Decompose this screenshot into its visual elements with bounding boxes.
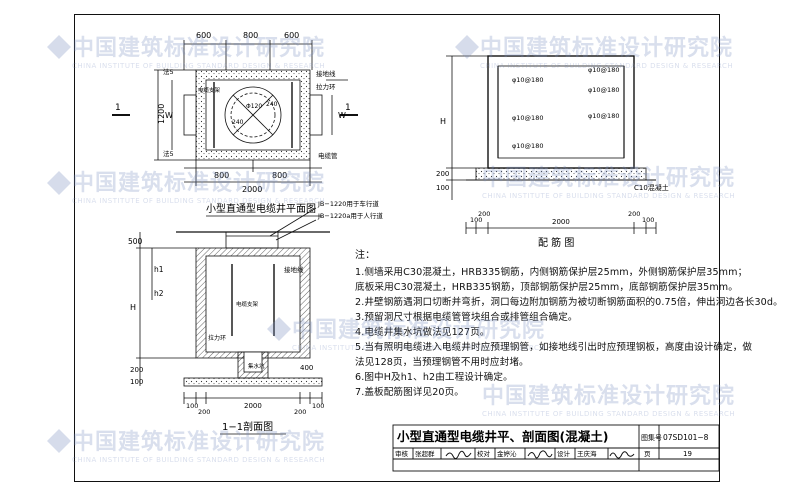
note-line-7: 法见128页，当预理钢管不用时应封堵。 <box>355 357 529 368</box>
sheet-frame <box>74 14 720 482</box>
section-cover-1: JB−1220用于车行道 <box>317 199 379 208</box>
rebar-r5: φ10@180 <box>512 142 543 150</box>
plan-caption: 小型直通型电缆井平面图 <box>206 202 316 215</box>
plan-section-mark-right: 1 <box>345 103 351 113</box>
rebar-dim-200: 200 <box>436 170 449 178</box>
plan-dim-top-1: 600 <box>196 31 211 40</box>
notes-title: 注： <box>355 250 376 261</box>
rebar-caption: 配 筋 图 <box>538 236 574 249</box>
title-block-check-label: 校对 <box>477 449 491 458</box>
note-line-3: 2.井壁钢筋遇洞口切断并弯折，洞口每边附加钢筋为被切断钢筋面积的0.75倍，伸出… <box>355 297 783 308</box>
section-dim-h: H <box>130 303 136 312</box>
title-block-review-label: 审核 <box>395 449 409 458</box>
signature-designer <box>609 451 635 459</box>
rebar-r1: φ10@180 <box>512 76 543 84</box>
title-block-reviewer: 张超群 <box>415 449 435 458</box>
section-label-cable: 电缆支架 <box>236 300 259 308</box>
title-block-page-label: 页 <box>644 450 651 458</box>
plan-dim-bottom-1: 800 <box>214 171 229 180</box>
rebar-r4: φ10@180 <box>588 112 619 120</box>
rebar-dim-base-5: 100 <box>642 216 654 224</box>
title-block-set-no-label: 图集号 <box>641 433 662 442</box>
plan-w-label: W <box>338 111 346 120</box>
watermark-logo-icon <box>267 317 291 341</box>
title-block-page: 19 <box>683 450 692 458</box>
title-block-design-label: 设计 <box>557 449 571 458</box>
plan-label-ground: 接地线 <box>316 69 336 78</box>
section-label-pull: 拉力环 <box>208 334 226 342</box>
watermark-logo-icon <box>47 35 71 59</box>
plan-dim-top-3: 600 <box>284 31 299 40</box>
rebar-r2: φ10@180 <box>588 86 619 94</box>
plan-dim-small-top: 法5 <box>163 67 174 76</box>
note-line-6: 5.当有照明电缆进入电缆井时应预理钢管，如接地线引出时应预理钢板，高度由设计确定… <box>355 342 753 353</box>
plan-dim-top-2: 800 <box>243 31 258 40</box>
rebar-dim-base-4: 200 <box>628 210 640 218</box>
section-dim-h2: h2 <box>154 289 164 298</box>
plan-dim-bottom-2: 800 <box>272 171 287 180</box>
signature-checker <box>527 450 553 459</box>
section-view <box>136 207 330 404</box>
plan-view <box>112 40 358 186</box>
rebar-r6: φ10@180 <box>588 66 619 74</box>
section-label-pit: 集水坑 <box>248 362 265 370</box>
section-dim-base-2: 200 <box>198 408 210 416</box>
plan-dia-240b: 240 <box>266 101 278 108</box>
plan-label-cable: 电缆支架 <box>198 86 221 94</box>
section-dim-base-3: 2000 <box>244 402 262 410</box>
section-dim-100: 100 <box>130 378 143 386</box>
rebar-r3: φ10@180 <box>512 114 543 122</box>
title-block-grid <box>392 424 720 472</box>
plan-dia-120: Φ120 <box>246 103 262 110</box>
title-block-title: 小型直通型电缆井平、剖面图(混凝土) <box>396 429 608 444</box>
watermark-logo-icon <box>47 171 71 195</box>
note-line-1: 1.侧墙采用C30混凝土，HRB335钢筋，内侧钢筋保护层25mm，外侧钢筋保护… <box>355 267 748 278</box>
section-dim-400: 400 <box>300 364 313 372</box>
note-line-5: 4.电缆井集水坑做法见127页。 <box>355 327 490 338</box>
plan-dim-small-bottom: 法5 <box>163 149 174 158</box>
plan-label-pipe: 电缆管 <box>318 151 338 160</box>
watermark-logo-icon <box>455 35 479 59</box>
section-dim-base-1: 100 <box>186 402 198 410</box>
rebar-c10: C10混凝土 <box>634 183 669 192</box>
title-block-checker: 金婷沁 <box>497 449 517 458</box>
plan-dim-total: 2000 <box>242 185 262 194</box>
section-dim-200: 200 <box>130 366 143 374</box>
section-caption: 1−1剖面图 <box>222 420 273 433</box>
note-line-9: 7.盖板配筋图详见20页。 <box>355 387 465 398</box>
rebar-dim-base-1: 100 <box>470 216 482 224</box>
plan-label-pull: 拉力环 <box>316 82 336 91</box>
rebar-dim-base-2: 200 <box>478 210 490 218</box>
signature-reviewer <box>445 450 472 460</box>
section-label-ground: 接地线 <box>284 265 304 274</box>
note-line-2: 底板采用C30混凝土，HRB335钢筋，顶部钢筋保护层25mm，底部钢筋保护层3… <box>355 282 738 293</box>
watermark-logo-icon <box>47 429 71 453</box>
plan-dim-w-left: W <box>165 111 173 120</box>
rebar-dim-base-3: 2000 <box>552 218 570 226</box>
note-line-8: 6.图中H及h1、h2由工程设计确定。 <box>355 372 513 383</box>
notes-block: 注： 1.侧墙采用C30混凝土，HRB335钢筋，内侧钢筋保护层25mm，外侧钢… <box>355 248 783 400</box>
section-dim-base-5: 100 <box>312 402 324 410</box>
section-dim-h1: h1 <box>154 265 164 274</box>
rebar-view <box>446 55 657 234</box>
rebar-dim-100: 100 <box>436 184 449 192</box>
plan-dim-1200: 1200 <box>157 104 166 124</box>
plan-section-mark-left: 1 <box>115 103 121 113</box>
section-cover-2: JB−1220a用于人行道 <box>317 211 383 220</box>
title-block-designer: 王庆海 <box>577 449 597 458</box>
section-dim-500: 500 <box>128 237 143 246</box>
rebar-dim-h: H <box>440 117 446 126</box>
title-block-set-no: 07SD101−8 <box>663 433 709 442</box>
section-dim-base-4: 200 <box>294 408 306 416</box>
note-line-4: 3.预留洞尺寸根据电缆管管块组合或排管组合确定。 <box>355 312 578 323</box>
plan-dia-240a: 240 <box>232 119 244 126</box>
